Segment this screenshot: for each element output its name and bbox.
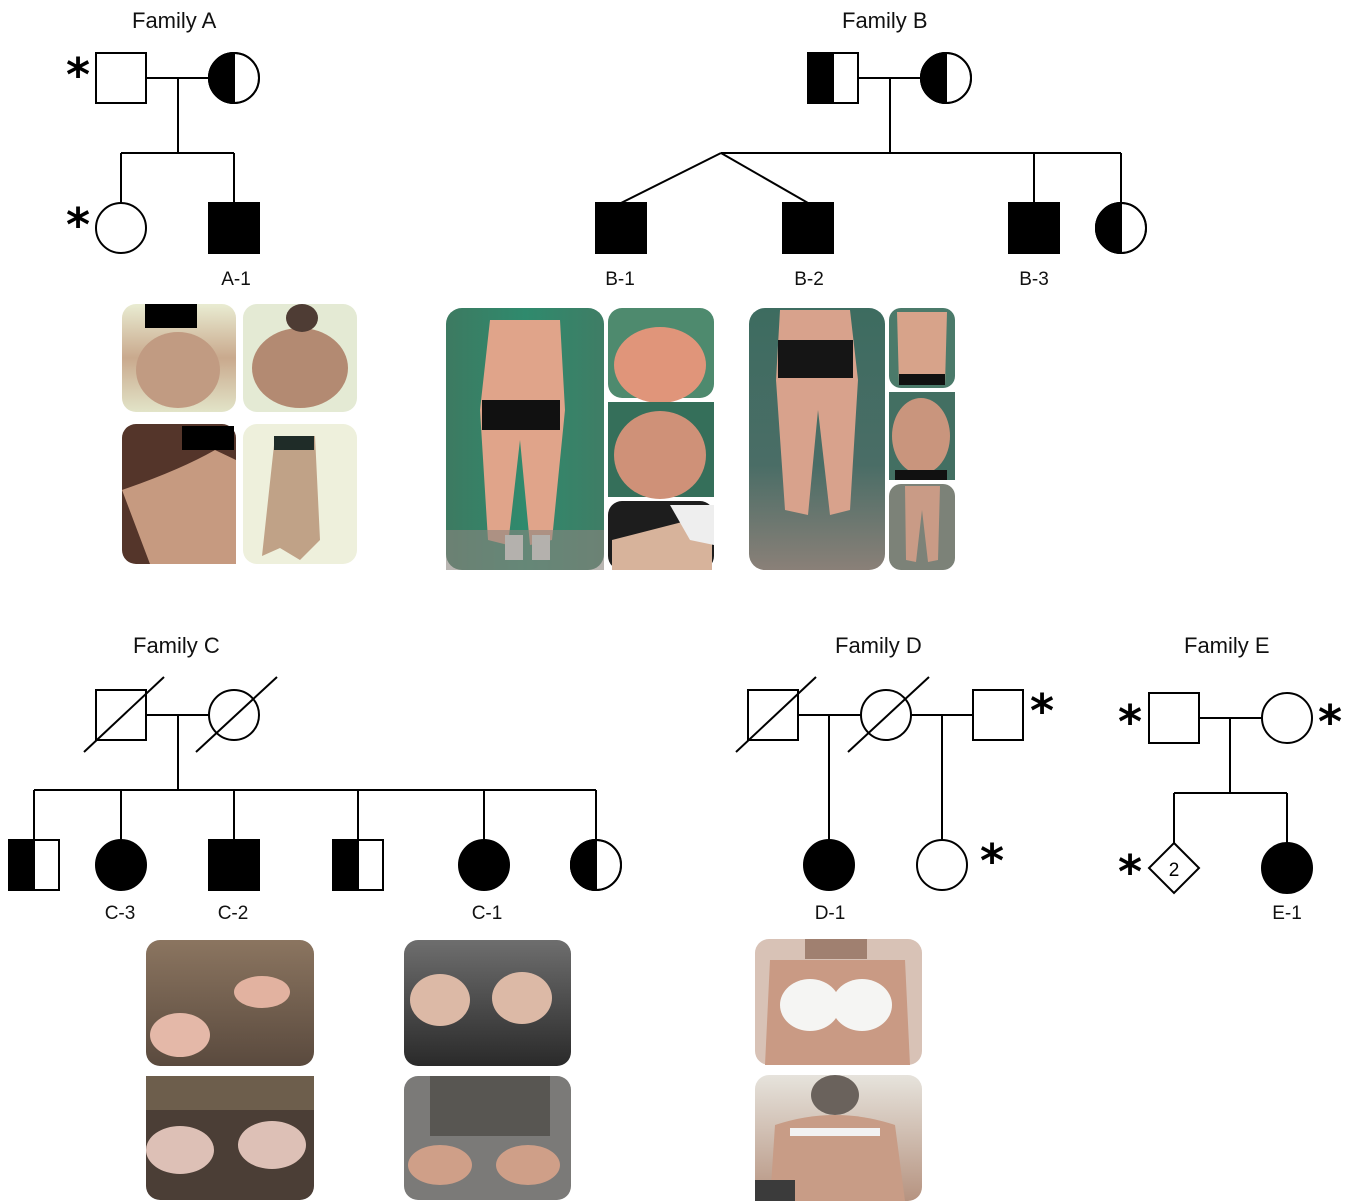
family-b-title: Family B: [842, 8, 928, 33]
family-a-photo-collage: [122, 304, 357, 564]
family-b-mother-carrier: [920, 51, 972, 105]
family-e-mother-unaffected: [1261, 692, 1313, 744]
label-e1: E-1: [1272, 903, 1302, 924]
star-family-d-husband: *: [1030, 684, 1055, 738]
family-d-father-deceased: [735, 676, 817, 753]
family-c-daughter-carrier: [570, 838, 622, 892]
family-d-title: Family D: [835, 633, 922, 658]
family-d-daughter-affected-d1: [803, 839, 855, 891]
family-a-title: Family A: [132, 8, 217, 33]
star-family-e-mother: *: [1318, 695, 1343, 749]
family-c-son-affected-c2: [208, 839, 260, 891]
family-d-second-husband-unaffected: [972, 689, 1024, 741]
label-b3: B-3: [1019, 269, 1049, 290]
family-d1-photo: [755, 939, 922, 1201]
twin-line: [720, 152, 809, 204]
family-e-title: Family E: [1184, 633, 1270, 658]
family-c-son-carrier: [332, 839, 384, 891]
family-b-pedigree: [595, 51, 1147, 255]
family-a-daughter-unaffected: [95, 202, 147, 254]
family-c-daughter-affected-c1: [458, 839, 510, 891]
family-b-daughter-carrier: [1095, 201, 1147, 255]
star-family-a-father: *: [66, 48, 91, 102]
family-e-diamond-count: 2: [1169, 860, 1180, 881]
star-family-e-sibs: *: [1118, 845, 1143, 899]
family-d-pedigree: [735, 676, 1024, 891]
family-c1-hands-photo: [404, 940, 571, 1200]
family-c-title: Family C: [133, 633, 220, 658]
family-c-son-carrier: [8, 839, 60, 891]
label-b2: B-2: [794, 269, 824, 290]
label-d1: D-1: [814, 903, 846, 924]
family-c2-hands-photo: [146, 940, 314, 1200]
family-a-pedigree: [95, 51, 260, 254]
family-a-son-affected-a1: [208, 202, 260, 254]
twin-line: [620, 152, 722, 204]
family-d-mother-deceased: [847, 676, 930, 753]
label-c3: C-3: [104, 903, 136, 924]
star-family-a-daughter: *: [66, 198, 91, 252]
family-b-father-carrier: [807, 52, 859, 104]
family-b3-photo-collage: [749, 308, 955, 570]
family-b-son-affected-b3: [1008, 202, 1060, 254]
label-a1: A-1: [221, 269, 251, 290]
family-e-father-unaffected: [1148, 692, 1200, 744]
family-b-son-affected-b1: [595, 202, 647, 254]
family-e-sibs-unaffected-diamond: [1147, 841, 1201, 895]
family-b1-photo-collage: [446, 308, 714, 570]
star-family-e-father: *: [1118, 695, 1143, 749]
family-a-father-unaffected: [95, 52, 147, 104]
family-c-mother-deceased: [195, 676, 278, 753]
label-c2: C-2: [217, 903, 249, 924]
label-b1: B-1: [605, 269, 635, 290]
family-e-pedigree: [1147, 692, 1313, 895]
family-b-son-affected-b2: [782, 202, 834, 254]
family-a-mother-carrier: [208, 51, 260, 105]
star-family-d-half-sister: *: [980, 834, 1005, 888]
family-c-daughter-affected-c3: [95, 839, 147, 891]
family-c-father-deceased: [83, 676, 165, 753]
family-d-half-sister-unaffected: [916, 839, 968, 891]
family-e-daughter-affected-e1: [1261, 842, 1313, 894]
label-c1: C-1: [471, 903, 503, 924]
family-c-pedigree: [8, 676, 622, 892]
